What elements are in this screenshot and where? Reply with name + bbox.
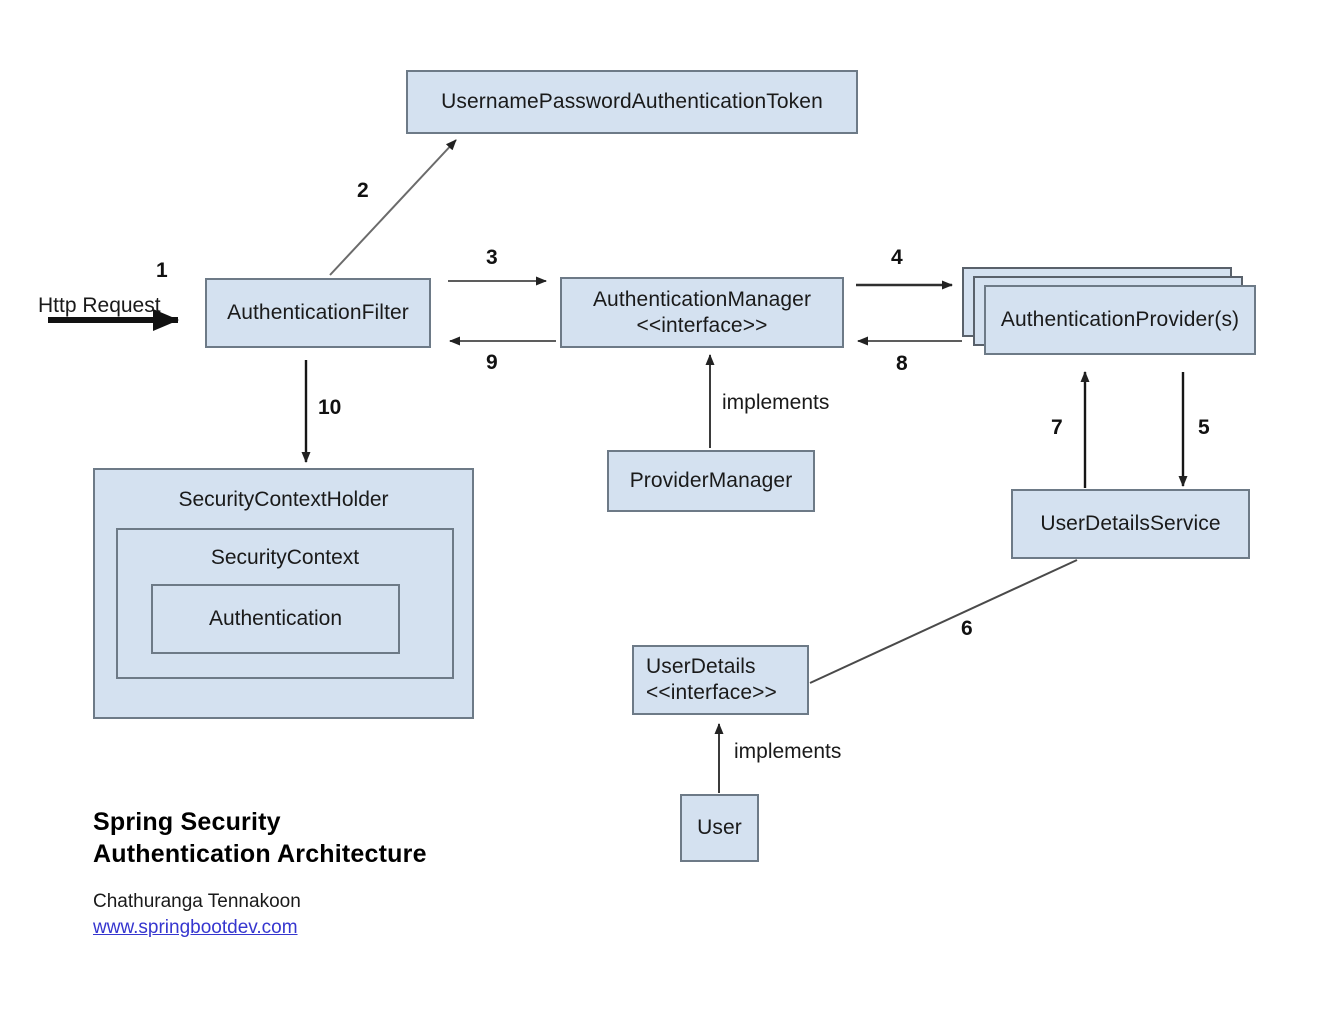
caption-block: Spring Security Authentication Architect… <box>93 806 613 940</box>
caption-link[interactable]: www.springbootdev.com <box>93 916 298 938</box>
node-security-context-holder[interactable]: SecurityContextHolder SecurityContext Au… <box>93 468 474 719</box>
edge-label-9: 9 <box>486 351 498 374</box>
edge-label-1: 1 <box>156 259 168 282</box>
caption-title: Spring Security Authentication Architect… <box>93 808 427 868</box>
node-label: ProviderManager <box>629 469 793 493</box>
node-security-context-holder-label: SecurityContextHolder <box>178 488 389 511</box>
edge-label-http-request: Http Request <box>38 294 161 317</box>
edge-6 <box>809 559 1078 684</box>
node-user[interactable]: User <box>680 794 759 862</box>
node-provider-manager[interactable]: ProviderManager <box>607 450 815 512</box>
node-label: AuthenticationFilter <box>227 301 409 325</box>
node-security-context[interactable]: SecurityContext Authentication <box>116 528 454 679</box>
edge-label-4: 4 <box>891 246 903 269</box>
caption-author: Chathuranga Tennakoon <box>93 891 301 912</box>
node-authentication-provider[interactable]: AuthenticationProvider(s) <box>984 285 1256 355</box>
edge-2 <box>329 139 457 276</box>
edge-label-3: 3 <box>486 246 498 269</box>
edge-label-2: 2 <box>357 179 369 202</box>
node-label: AuthenticationManager <<interface>> <box>592 287 812 337</box>
node-authentication-manager[interactable]: AuthenticationManager <<interface>> <box>560 277 844 348</box>
edge-label-10: 10 <box>318 396 342 419</box>
node-username-password-authentication-token[interactable]: UsernamePasswordAuthenticationToken <box>406 70 858 134</box>
edge-label-implements-provider-manager: implements <box>722 391 830 414</box>
node-label: UsernamePasswordAuthenticationToken <box>441 90 823 114</box>
edge-label-7: 7 <box>1051 416 1063 439</box>
node-user-details-service[interactable]: UserDetailsService <box>1011 489 1250 559</box>
node-authentication[interactable]: Authentication <box>151 584 400 654</box>
node-label: User <box>697 816 742 840</box>
node-user-details[interactable]: UserDetails <<interface>> <box>632 645 809 715</box>
edge-label-8: 8 <box>896 352 908 375</box>
node-label: UserDetailsService <box>1040 512 1221 536</box>
node-authentication-label: Authentication <box>208 607 343 630</box>
node-authentication-filter[interactable]: AuthenticationFilter <box>205 278 431 348</box>
node-label: AuthenticationProvider(s) <box>1000 308 1240 332</box>
node-label: UserDetails <<interface>> <box>646 655 777 704</box>
edge-label-implements-user: implements <box>734 740 842 763</box>
edge-label-6: 6 <box>961 617 973 640</box>
edge-label-5: 5 <box>1198 416 1210 439</box>
node-security-context-label: SecurityContext <box>210 546 360 569</box>
